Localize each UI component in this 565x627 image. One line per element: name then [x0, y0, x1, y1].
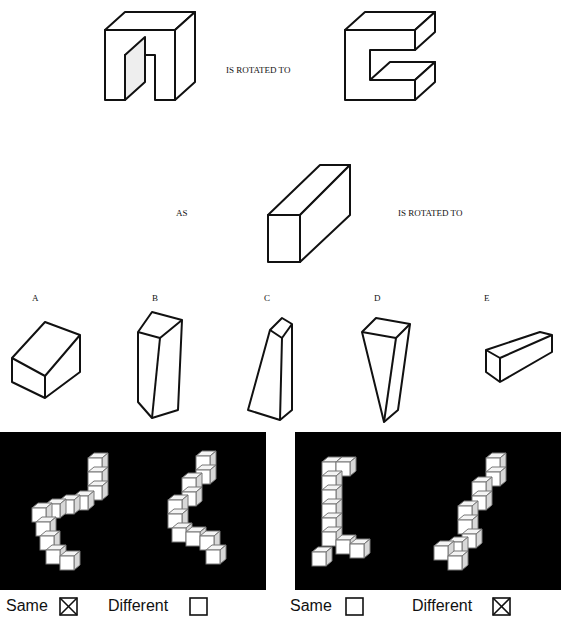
option-letter: A	[32, 294, 39, 304]
answer-text: Different	[108, 597, 168, 615]
c-block-rotated	[345, 12, 435, 100]
option-letter: C	[264, 294, 270, 304]
option-letter: E	[484, 294, 490, 304]
relation-text: AS	[176, 209, 188, 219]
cube-figure-panel	[0, 432, 266, 590]
option-letter: D	[374, 294, 381, 304]
option-letter: B	[152, 294, 158, 304]
relation-text: IS ROTATED TO	[398, 209, 462, 219]
relation-text: IS ROTATED TO	[226, 66, 290, 76]
c-block-original	[105, 12, 195, 100]
wedge-block	[268, 165, 350, 262]
answer-text: Different	[412, 597, 472, 615]
answer-text: Same	[6, 597, 48, 615]
answer-text: Same	[290, 597, 332, 615]
answer-checkboxes	[60, 598, 510, 615]
answer-shapes	[12, 312, 552, 422]
cube-figure-panel	[295, 432, 561, 590]
